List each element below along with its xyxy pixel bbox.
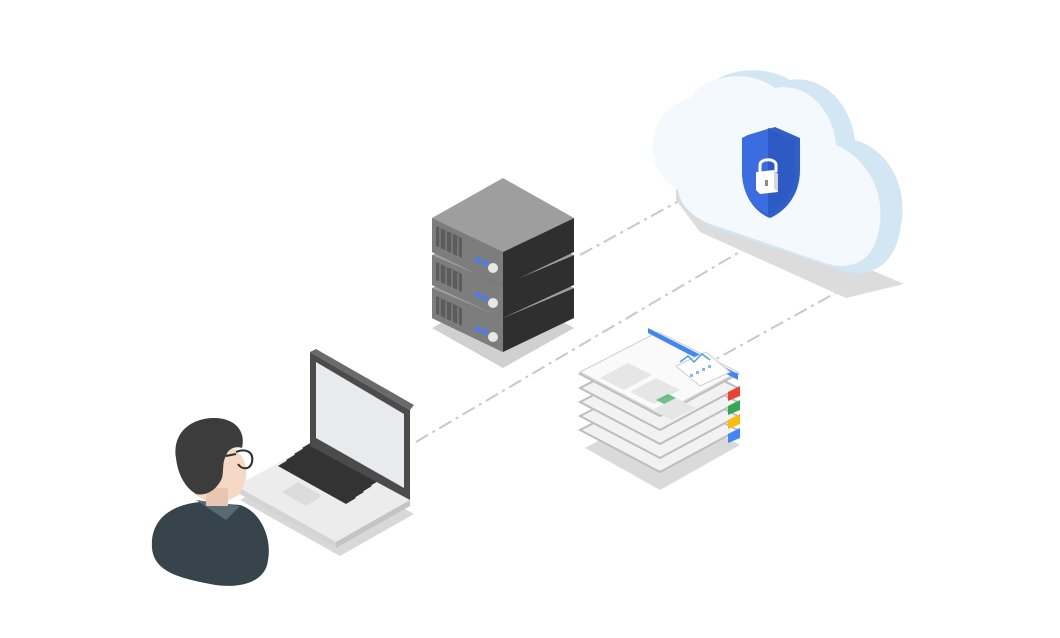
person-body (151, 500, 269, 586)
connector-laptop-cloud (415, 239, 761, 443)
lock-icon (756, 158, 778, 194)
person-head (175, 418, 247, 506)
document-stack-icon (577, 328, 741, 490)
laptop-keyboard (278, 442, 380, 504)
glasses-icon (225, 449, 254, 470)
server-rack-icon (432, 178, 574, 368)
connectors (415, 194, 851, 443)
person-icon (151, 418, 269, 586)
connector-server-cloud (579, 194, 691, 256)
connector-documents-cloud (699, 284, 851, 369)
document-tabs (728, 386, 740, 443)
laptop-icon (236, 349, 414, 556)
shield-lock-icon (742, 127, 800, 218)
server-led-indicators (475, 257, 498, 342)
